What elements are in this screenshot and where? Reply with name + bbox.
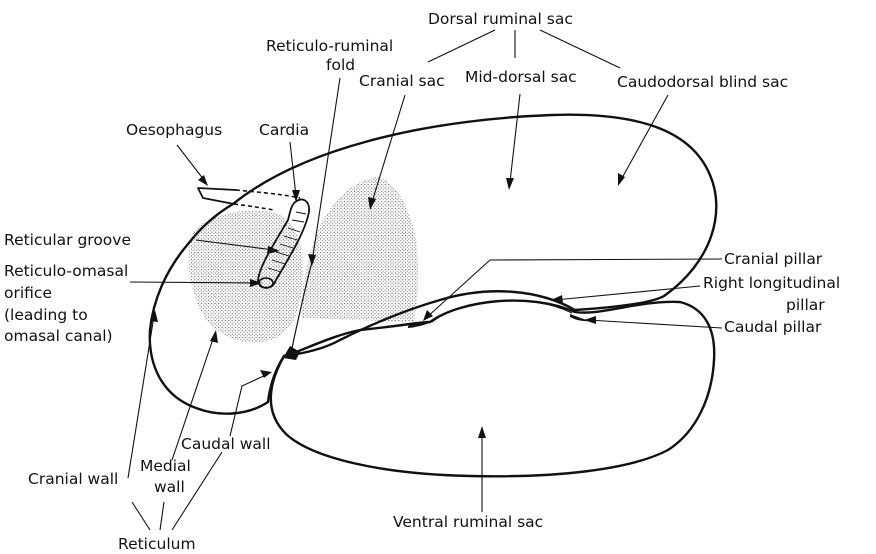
leader-dorsal-left [428,30,495,62]
leader-right-longitudinal [555,286,700,300]
label-cranial-wall: Cranial wall [28,470,118,488]
leader-mid-dorsal [510,94,520,182]
label-mid-dorsal-sac: Mid-dorsal sac [465,68,577,86]
label-reticulum: Reticulum [118,535,196,553]
label-reticulo-omasal-orifice-2: orifice [4,284,52,302]
oesophagus-tube [198,188,236,204]
label-medial-wall-2: wall [154,478,185,496]
label-cardia: Cardia [259,121,309,139]
arrowhead-ventral [478,426,486,438]
label-ventral-ruminal-sac: Ventral ruminal sac [393,513,543,531]
label-dorsal-ruminal-sac: Dorsal ruminal sac [428,10,573,28]
arrowhead-oesophagus [198,175,208,186]
leader-caudodorsal [622,95,668,178]
reticulum-medial-wall-stipple [188,211,303,343]
arrowhead-cranial-pillar [423,310,433,321]
ventral-ruminal-sac-outline [271,301,714,477]
leader-oesophagus [177,145,204,180]
label-caudal-wall: Caudal wall [181,435,271,453]
label-reticulo-ruminal-fold-2: fold [326,56,355,74]
label-reticular-groove: Reticular groove [4,231,131,249]
oesophagus-dashed-junction [234,190,300,210]
label-oesophagus: Oesophagus [126,121,222,139]
label-right-longitudinal-pillar-2: pillar [786,296,825,314]
label-reticulo-omasal-orifice: Reticulo-omasal [4,262,128,280]
arrowhead-caudal-pillar [584,316,596,324]
label-reticulo-omasal-orifice-4: omasal canal) [4,327,113,345]
cranial-pillar-mark [408,322,432,329]
label-cranial-pillar: Cranial pillar [724,250,823,268]
label-caudal-pillar: Caudal pillar [724,318,822,336]
reticulo-ruminal-fold-junction [283,346,300,360]
label-medial-wall: Medial [140,457,191,475]
label-reticulo-omasal-orifice-3: (leading to [4,306,88,324]
label-reticulo-ruminal-fold: Reticulo-ruminal [266,37,393,55]
label-cranial-sac: Cranial sac [359,72,445,90]
cranial-sac-stipple [302,177,418,322]
arrowhead-mid-dorsal [506,178,514,190]
leader-cranial-wall [128,316,154,478]
arrowhead-medial-wall [210,330,218,343]
label-caudodorsal-blind-sac: Caudodorsal blind sac [617,73,788,91]
leader-caudal-pillar [588,320,722,328]
label-right-longitudinal-pillar: Right longitudinal [703,274,840,292]
leader-dorsal-right [540,30,620,68]
